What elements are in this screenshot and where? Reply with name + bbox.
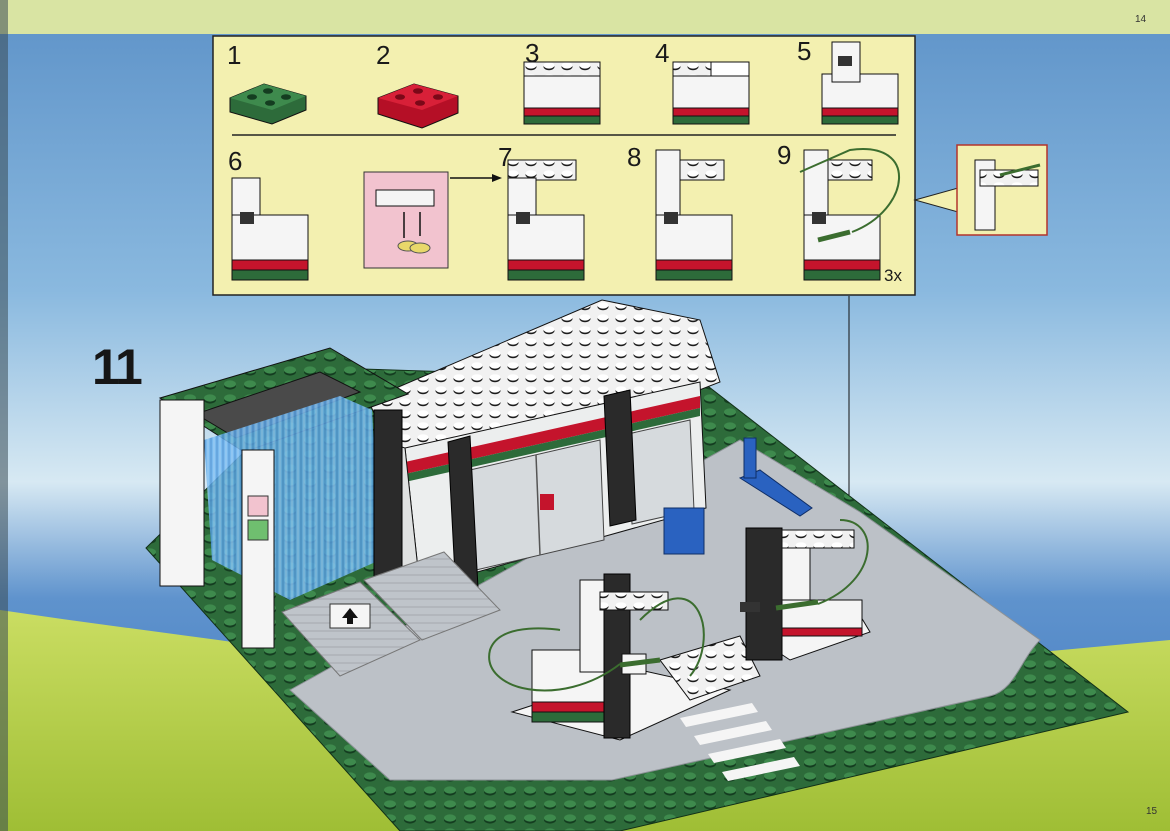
- pump-island-front: [488, 573, 761, 741]
- signal-pink: [247, 495, 269, 517]
- blue-crate: [663, 507, 705, 555]
- step3-brick: [523, 61, 601, 125]
- step-8-number: 8: [627, 142, 642, 172]
- step9-pump: [799, 148, 900, 281]
- signal-green: [247, 519, 269, 541]
- carwash-pillar-left: [159, 399, 205, 587]
- main-step-number: 11: [92, 339, 143, 395]
- quantity-multiplier: 3x: [884, 266, 902, 285]
- detail-callout: [956, 144, 1048, 236]
- step-4-number: 4: [655, 38, 670, 68]
- step5-brick: [821, 41, 899, 125]
- pillar-black-2: [603, 389, 637, 527]
- step-7-number: 7: [498, 142, 513, 172]
- page-number-bottom: 15: [1146, 806, 1158, 817]
- step-5-number: 5: [797, 36, 812, 66]
- parts-inset: [363, 171, 449, 269]
- step2-brick: [377, 83, 459, 129]
- step8-pump: [655, 149, 733, 281]
- step-6-number: 6: [228, 146, 243, 176]
- step7-pump: [507, 159, 585, 281]
- step6-pump: [231, 177, 309, 281]
- step-2-number: 2: [376, 40, 391, 70]
- carwash-track: [281, 581, 421, 677]
- pump-island-back: [740, 519, 871, 661]
- step4-brick: [672, 61, 750, 125]
- step-1-number: 1: [227, 40, 242, 70]
- crosswalk: [680, 703, 800, 781]
- arrow-up-icon: [342, 608, 358, 624]
- step1-brick: [229, 83, 307, 125]
- red-sign: [540, 494, 554, 510]
- step-3-number: 3: [525, 38, 540, 68]
- page-gutter: [0, 0, 8, 831]
- page-number-top: 14: [1135, 14, 1147, 25]
- step-9-number: 9: [777, 140, 792, 170]
- carwash-pillar-right: [241, 449, 275, 649]
- top-strip: [0, 0, 1170, 34]
